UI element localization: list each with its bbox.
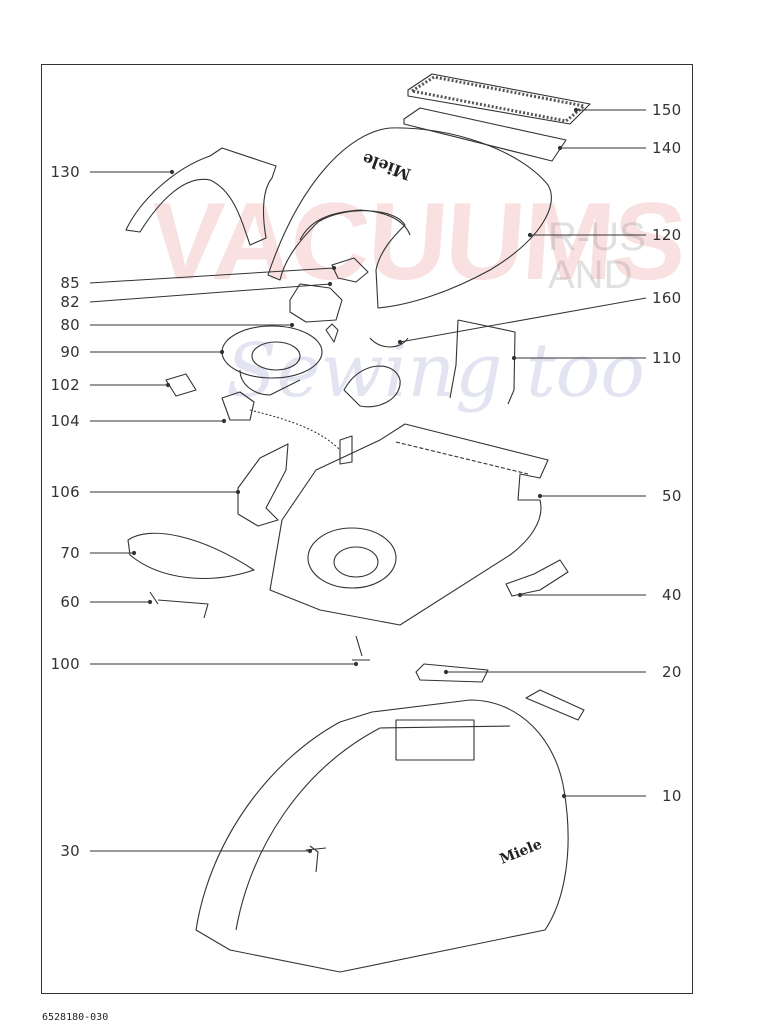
part-130-handle	[125, 147, 277, 246]
part-82	[325, 323, 339, 343]
part-40	[505, 559, 569, 597]
part-140-filter	[403, 107, 567, 162]
callout-140: 140	[652, 139, 682, 157]
callout-40: 40	[662, 586, 682, 604]
watermark-script: Sewing too	[226, 328, 645, 414]
part-104	[221, 391, 255, 421]
callout-106: 106	[50, 483, 80, 501]
lid-brand-text: Miele	[360, 149, 414, 184]
part-106	[237, 443, 289, 527]
part-100	[352, 635, 370, 661]
part-80	[289, 283, 343, 323]
callout-90: 90	[60, 343, 80, 361]
leader-lines	[89, 107, 647, 854]
callout-110: 110	[652, 349, 682, 367]
callout-104: 104	[50, 412, 80, 430]
callout-10: 10	[662, 787, 682, 805]
part-60	[149, 591, 209, 619]
part-10-base	[195, 699, 569, 973]
part-50-chassis	[269, 423, 549, 626]
part-150-grille	[407, 73, 591, 125]
part-160	[343, 365, 401, 408]
callout-130: 130	[50, 163, 80, 181]
callout-82: 82	[60, 293, 80, 311]
callout-100: 100	[50, 655, 80, 673]
part-70	[127, 532, 255, 579]
part-110	[449, 319, 516, 405]
base-brand-text: Miele	[498, 836, 545, 867]
callout-85: 85	[60, 274, 80, 292]
part-20a	[415, 663, 489, 683]
callout-150: 150	[652, 101, 682, 119]
callout-120: 120	[652, 226, 682, 244]
callout-70: 70	[60, 544, 80, 562]
part-90	[221, 325, 323, 396]
callout-50: 50	[662, 487, 682, 505]
part-120-lid	[267, 127, 552, 309]
callout-160: 160	[652, 289, 682, 307]
callout-102: 102	[50, 376, 80, 394]
watermark-side-top: R-US	[548, 215, 646, 259]
callout-80: 80	[60, 316, 80, 334]
part-102	[165, 373, 197, 397]
watermark-side-bottom: AND	[548, 253, 633, 297]
callout-30: 30	[60, 842, 80, 860]
callout-20: 20	[662, 663, 682, 681]
part-20b	[525, 689, 585, 721]
diagram-frame	[41, 64, 693, 994]
part-85	[331, 257, 369, 283]
callout-60: 60	[60, 593, 80, 611]
document-number: 6528180-030	[42, 1012, 109, 1023]
watermark-side: R-US AND	[548, 215, 646, 297]
